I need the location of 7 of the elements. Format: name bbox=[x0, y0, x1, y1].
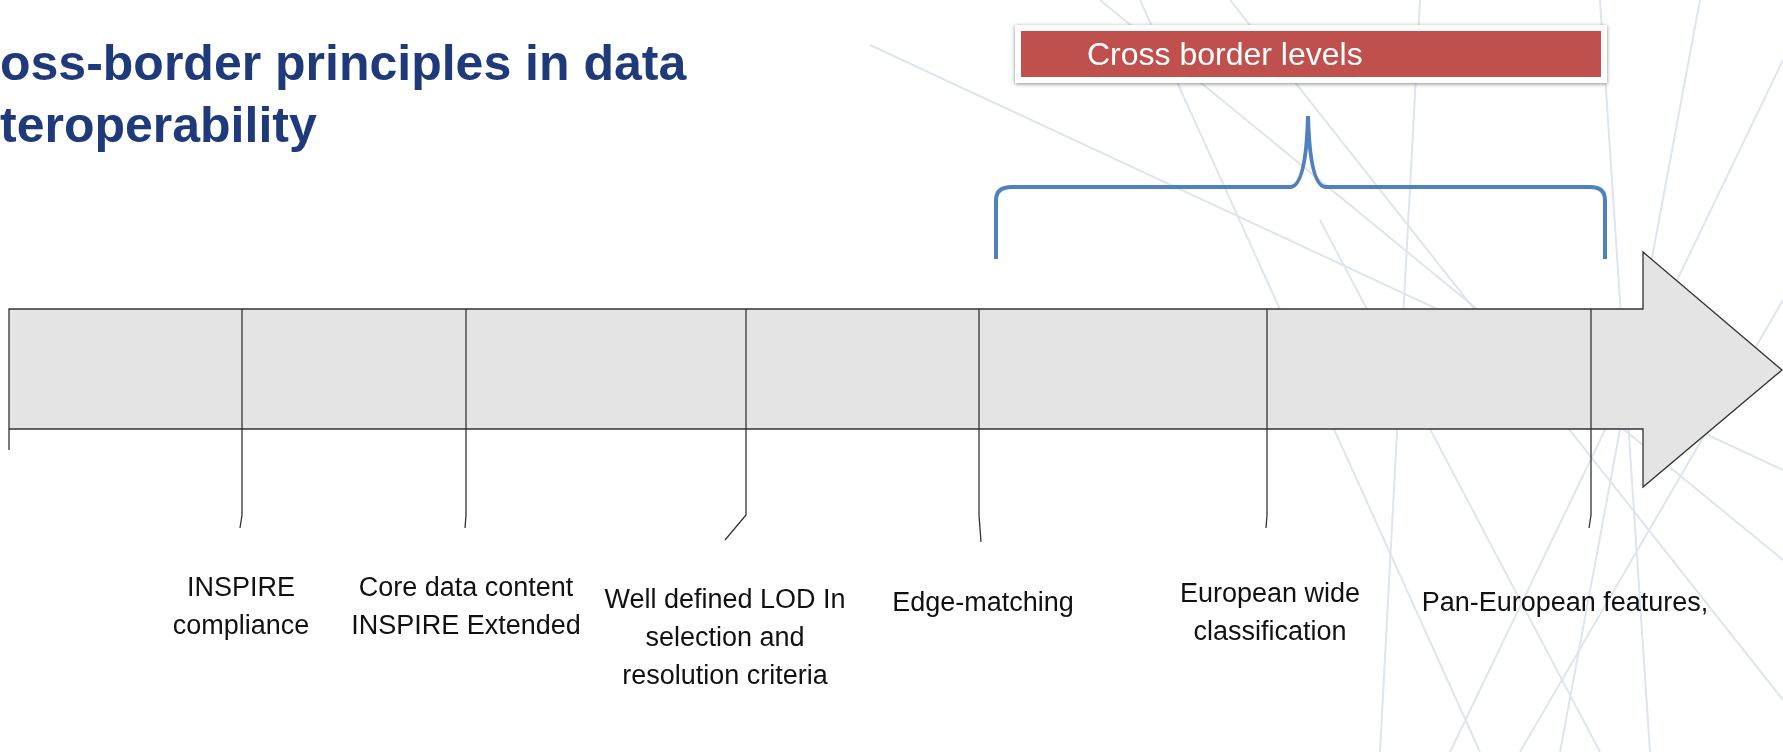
milestone-label: Well defined LOD In selection and resolution criteria bbox=[603, 583, 847, 692]
milestone-label: Core data content INSPIRE Extended bbox=[350, 571, 582, 642]
milestone-label: Edge-matching bbox=[891, 586, 1075, 619]
milestone-label: European wide classification bbox=[1178, 577, 1362, 648]
milestone-label: Pan-European features, bbox=[1420, 586, 1710, 619]
title: oss-border principles in data teroperability bbox=[0, 34, 688, 155]
milestone-label: INSPIRE compliance bbox=[171, 571, 311, 642]
